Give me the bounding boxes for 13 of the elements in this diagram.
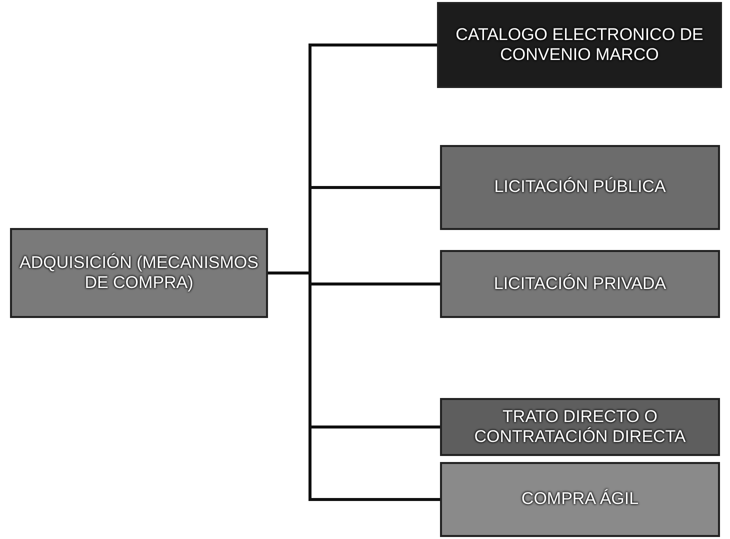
process-box	[440, 250, 720, 318]
box-label: ADQUISICIÓN (MECANISMOS DE COMPRA)	[18, 252, 260, 294]
process-box	[440, 398, 720, 456]
box-label: CATALOGO ELECTRONICO DE CONVENIO MARCO	[454, 24, 704, 66]
process-box	[440, 145, 720, 230]
box-label: LICITACIÓN PRIVADA	[492, 274, 668, 294]
box-label: TRATO DIRECTO O CONTRATACIÓN DIRECTA	[473, 406, 687, 448]
process-box	[440, 462, 720, 537]
process-box	[10, 228, 268, 318]
process-box	[437, 2, 722, 88]
box-label: LICITACIÓN PÚBLICA	[493, 177, 667, 198]
box-label: COMPRA ÁGIL	[520, 489, 640, 510]
connector-line	[268, 272, 440, 501]
